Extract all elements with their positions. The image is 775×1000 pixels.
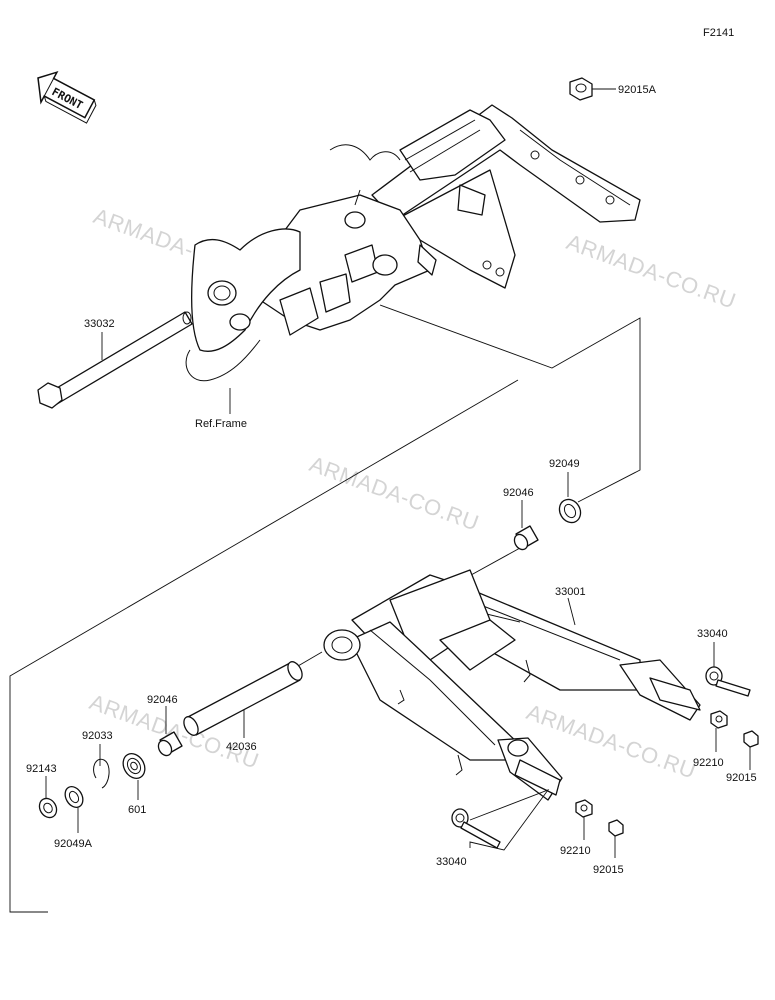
- nut-92015-left: [608, 819, 624, 858]
- label-92049: 92049: [549, 458, 580, 470]
- seal-92049: [558, 472, 582, 524]
- label-92049a: 92049A: [54, 838, 93, 850]
- watermark-2: ARMADA-CO.RU: [563, 229, 739, 313]
- bearing-92046-upper: [513, 500, 539, 551]
- exploded-view-lines: [9, 304, 641, 913]
- label-42036: 42036: [226, 741, 257, 753]
- bearing-92046-lower: [157, 706, 183, 757]
- nut-92210-left: [575, 799, 593, 840]
- watermark-3: ARMADA-CO.RU: [306, 451, 482, 535]
- label-92210-left: 92210: [560, 845, 591, 857]
- label-92046-upper: 92046: [503, 487, 534, 499]
- label-92143: 92143: [26, 763, 57, 775]
- nut-92015a: [569, 77, 616, 101]
- label-33040-right: 33040: [697, 628, 728, 640]
- sleeve-42036: [183, 661, 303, 738]
- pivot-shaft-33032: [37, 311, 193, 409]
- adjuster-33040-left: [451, 789, 550, 851]
- label-33040-left: 33040: [436, 856, 467, 868]
- circlip-92033: [93, 744, 110, 789]
- label-92033: 92033: [82, 730, 113, 742]
- front-arrow-icon: FRONT: [37, 70, 97, 124]
- label-92015-left: 92015: [593, 864, 624, 876]
- frame-assembly: [185, 104, 641, 382]
- label-92015a: 92015A: [618, 84, 657, 96]
- collar-92143: [38, 776, 58, 819]
- diagram-code: F2141: [703, 27, 734, 39]
- seal-92049a: [64, 786, 84, 833]
- label-33032: 33032: [84, 318, 115, 330]
- label-601: 601: [128, 804, 146, 816]
- bearing-601: [122, 753, 146, 800]
- nut-92210-right: [710, 710, 728, 752]
- ref-frame-label: Ref.Frame: [195, 418, 247, 430]
- label-33001: 33001: [555, 586, 586, 598]
- nut-92015-right: [743, 730, 759, 770]
- label-92046-lower: 92046: [147, 694, 178, 706]
- label-92210-right: 92210: [693, 757, 724, 769]
- adjuster-33040-right: [705, 642, 751, 697]
- label-92015-right: 92015: [726, 772, 757, 784]
- swingarm-33001: [323, 569, 701, 801]
